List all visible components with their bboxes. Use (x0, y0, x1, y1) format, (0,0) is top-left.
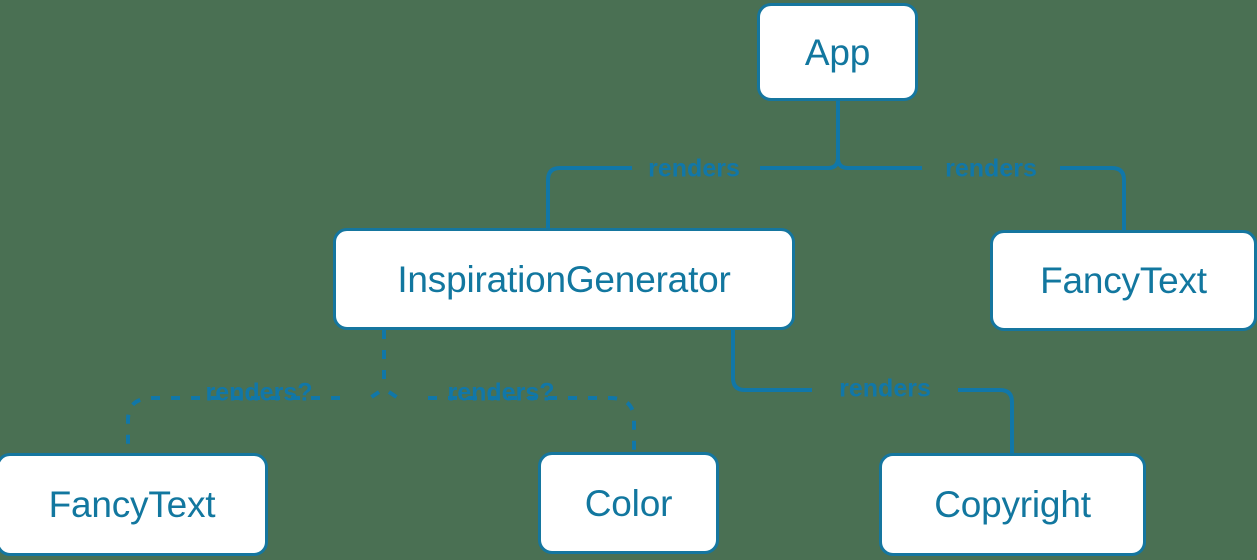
node-fancytext-right[interactable]: FancyText (990, 230, 1257, 331)
node-app[interactable]: App (757, 3, 918, 101)
edge-label-inspirationgenerator-to-copyright: renders (839, 374, 931, 403)
node-fancytext-left[interactable]: FancyText (0, 453, 268, 556)
edge-inspirationgenerator-to-fancytext-dashed (126, 390, 381, 453)
edge-inspirationgenerator-to-copyright (731, 330, 1014, 453)
node-color-label: Color (584, 482, 673, 524)
node-fancytext-right-label: FancyText (1040, 260, 1207, 301)
edge-label-inspirationgenerator-to-fancytext: renders? (205, 378, 313, 407)
node-inspirationgenerator[interactable]: InspirationGenerator (333, 228, 795, 330)
edge-app-to-inspirationgenerator (546, 166, 828, 228)
edge-inspirationgenerator-to-color-dashed (387, 390, 636, 452)
node-color[interactable]: Color (538, 452, 719, 554)
edge-label-app-to-fancytext: renders (945, 154, 1037, 183)
node-fancytext-left-label: FancyText (48, 484, 216, 525)
edge-app-stem-right (836, 157, 849, 170)
node-copyright[interactable]: Copyright (879, 453, 1146, 556)
node-app-label: App (804, 31, 871, 73)
node-copyright-label: Copyright (934, 484, 1091, 525)
edge-app-stem (827, 101, 840, 170)
edge-label-app-to-inspirationgenerator: renders (648, 154, 740, 183)
node-inspirationgenerator-label: InspirationGenerator (397, 258, 731, 300)
edge-label-inspirationgenerator-to-color: renders? (447, 378, 555, 407)
edge-app-to-fancytext (848, 166, 1126, 230)
